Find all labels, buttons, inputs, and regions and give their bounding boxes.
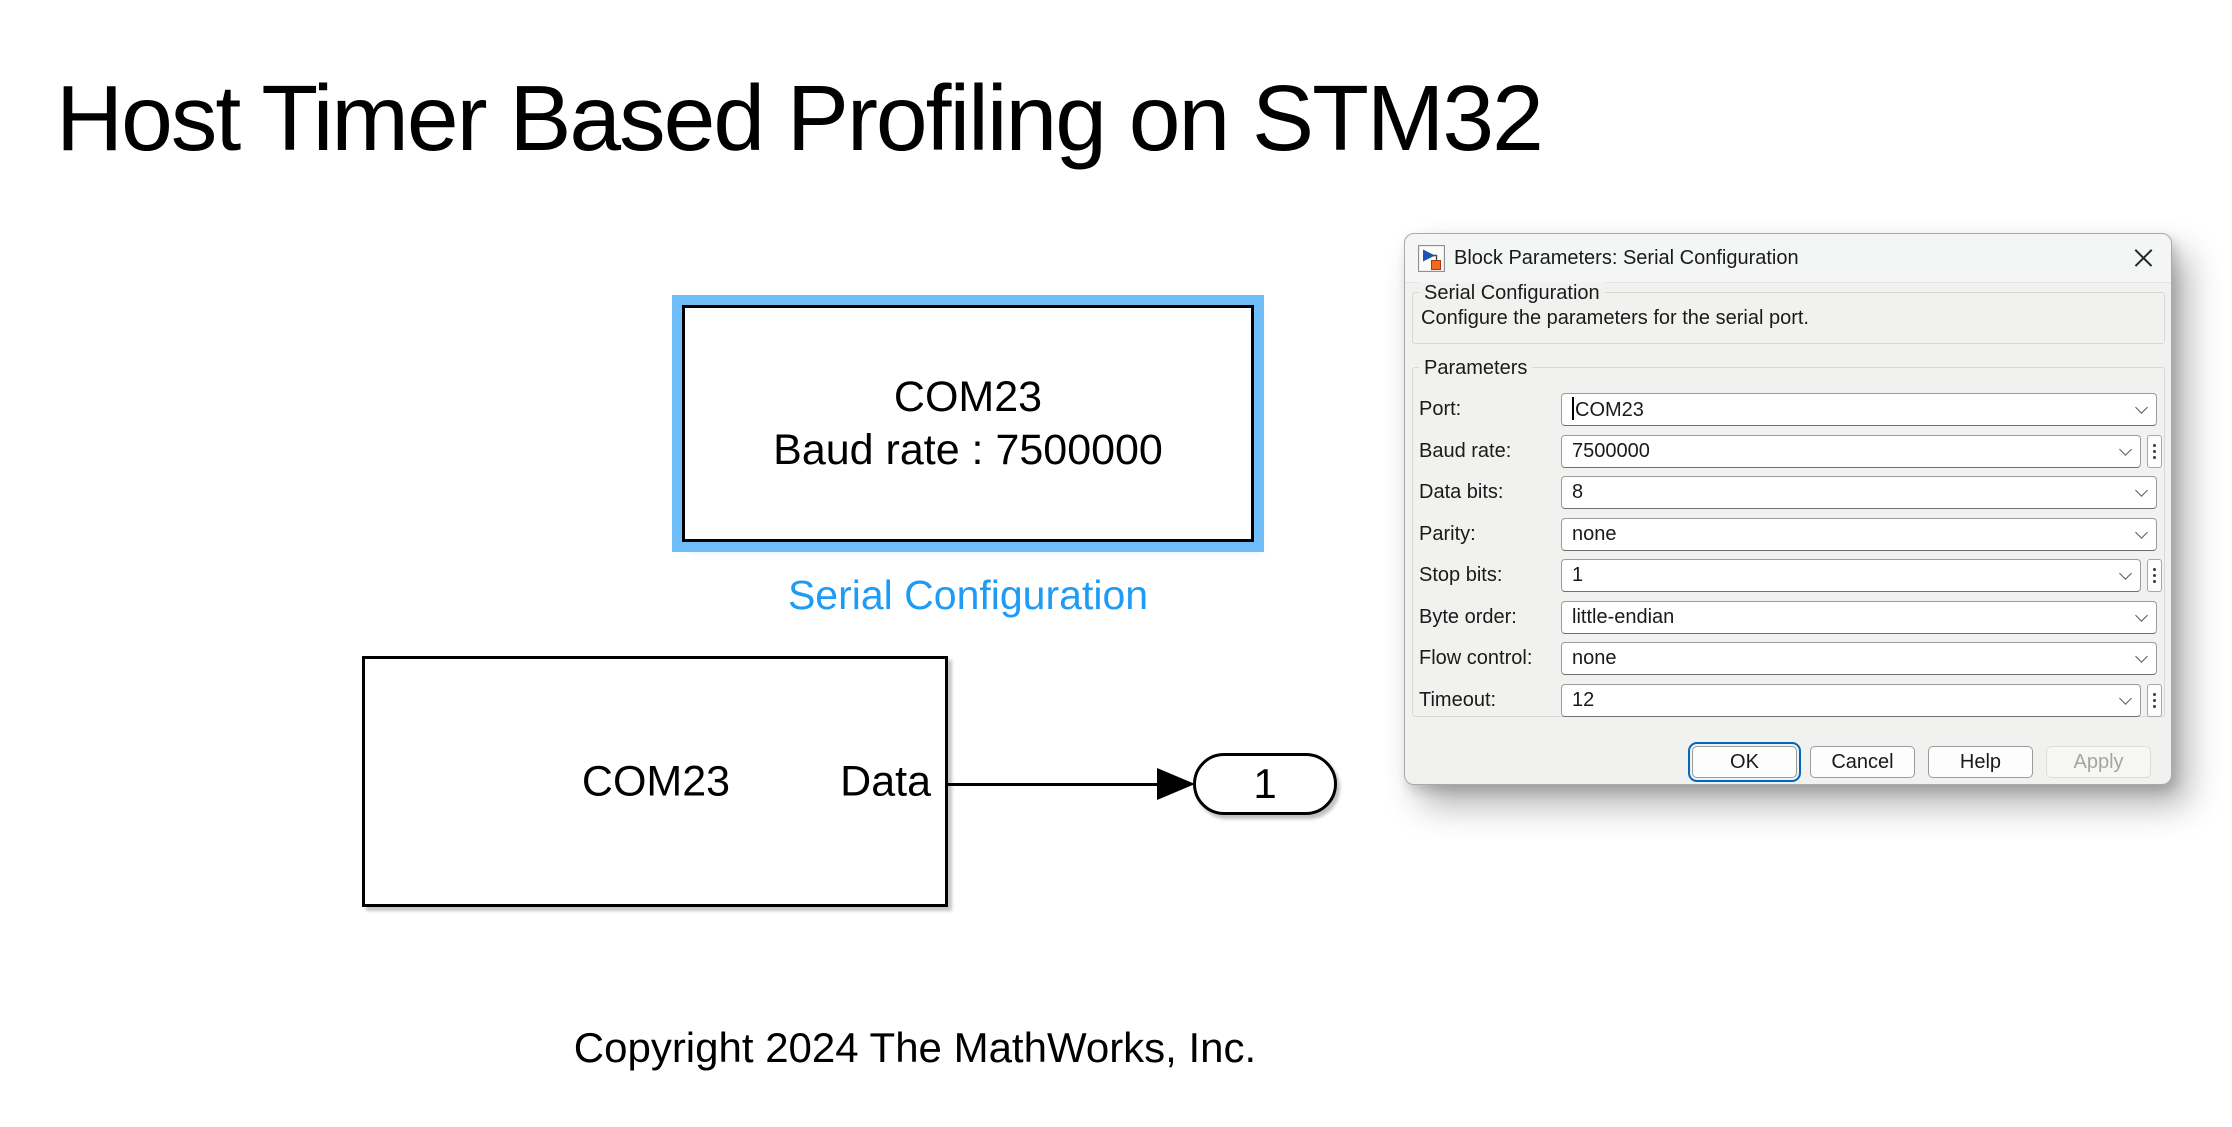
combobox-flow-control[interactable]: none: [1561, 642, 2157, 675]
simulink-block-icon: [1418, 244, 1445, 272]
parameter-label: Byte order:: [1419, 605, 1517, 628]
parameter-label: Port:: [1419, 398, 1462, 420]
chevron-down-icon: [2135, 525, 2148, 539]
parameter-label: Baud rate:: [1419, 439, 1512, 462]
chevron-down-icon: [2135, 608, 2148, 622]
parameter-value: 1: [1572, 564, 1584, 586]
serial-configuration-block-line2: Baud rate : 7500000: [773, 425, 1163, 474]
parameter-label: Timeout:: [1419, 688, 1497, 711]
field-row-stop-bits: Stop bits: 1: [1405, 559, 2173, 592]
stepper-button[interactable]: [2147, 434, 2162, 468]
chevron-down-icon: [2119, 567, 2132, 580]
parameter-value: 12: [1572, 688, 1595, 711]
serial-configuration-block-name: Serial Configuration: [787, 572, 1149, 618]
copyright-annotation: Copyright 2024 The MathWorks, Inc.: [573, 1024, 1257, 1071]
parameter-value: none: [1572, 522, 1617, 545]
button-label: Apply: [2073, 750, 2124, 773]
stepper-button[interactable]: [2147, 683, 2162, 717]
parameters-group-heading: Parameters: [1419, 357, 1533, 380]
arrowhead-icon: [1157, 768, 1195, 800]
serial-receive-output-port-label: Data: [840, 757, 931, 805]
field-row-baud-rate: Baud rate: 7500000: [1405, 434, 2173, 468]
parameter-label: Stop bits:: [1419, 564, 1503, 586]
input-stop-bits[interactable]: 1: [1561, 559, 2141, 592]
cancel-button[interactable]: Cancel: [1810, 746, 1915, 778]
combobox-port[interactable]: COM23: [1561, 393, 2157, 426]
input-baud-rate[interactable]: 7500000: [1561, 434, 2141, 468]
group-heading: Serial Configuration: [1419, 282, 1605, 305]
button-label: OK: [1730, 750, 1759, 773]
field-row-port: Port: COM23: [1405, 393, 2173, 426]
parameter-label: Data bits:: [1419, 481, 1504, 503]
outport-label: 1: [1253, 760, 1277, 807]
help-button[interactable]: Help: [1928, 746, 2033, 778]
chevron-down-icon: [2119, 691, 2132, 705]
parameters-group: Parameters: [1412, 357, 2165, 717]
serial-configuration-block-line1: COM23: [893, 372, 1043, 421]
dialog-title: Block Parameters: Serial Configuration: [1454, 246, 1799, 269]
combobox-byte-order[interactable]: little-endian: [1561, 600, 2157, 634]
model-title: Host Timer Based Profiling on STM32: [56, 66, 1544, 170]
chevron-down-icon: [2135, 401, 2148, 414]
chevron-down-icon: [2119, 442, 2132, 456]
parameter-value: none: [1572, 647, 1617, 669]
parameter-value: little-endian: [1572, 605, 1675, 628]
field-row-byte-order: Byte order: little-endian: [1405, 600, 2173, 634]
dialog-description: Configure the parameters for the serial …: [1421, 307, 1809, 329]
field-row-timeout: Timeout: 12: [1405, 683, 2173, 717]
combobox-data-bits[interactable]: 8: [1561, 476, 2157, 509]
dialog-button-row: OK Cancel Help Apply: [1688, 742, 2151, 782]
input-timeout[interactable]: 12: [1561, 683, 2141, 717]
field-row-data-bits: Data bits: 8: [1405, 476, 2173, 509]
button-label: Help: [1959, 750, 2002, 773]
button-label: Cancel: [1831, 750, 1894, 773]
parameter-value: 7500000: [1572, 439, 1650, 462]
combobox-parity[interactable]: none: [1561, 517, 2157, 551]
chevron-down-icon: [2135, 650, 2148, 663]
parameter-value: 8: [1572, 481, 1584, 503]
ok-button[interactable]: OK: [1688, 742, 1801, 782]
apply-button[interactable]: Apply: [2046, 746, 2151, 778]
close-button[interactable]: [2127, 242, 2159, 274]
signal-wire[interactable]: [948, 783, 1162, 786]
block-parameters-dialog: Block Parameters: Serial Configuration S…: [1404, 233, 2172, 785]
close-icon: [2133, 248, 2154, 269]
field-row-parity: Parity: none: [1405, 517, 2173, 551]
serial-receive-block[interactable]: COM23 Data: [362, 656, 948, 907]
serial-receive-block-text: COM23: [581, 757, 731, 805]
field-row-flow-control: Flow control: none: [1405, 642, 2173, 675]
serial-configuration-group: Serial Configuration Configure the param…: [1412, 282, 2165, 344]
stepper-button[interactable]: [2147, 559, 2162, 592]
dialog-titlebar[interactable]: Block Parameters: Serial Configuration: [1405, 234, 2171, 283]
parameter-label: Flow control:: [1419, 647, 1533, 669]
chevron-down-icon: [2135, 484, 2148, 497]
outport-block[interactable]: 1: [1193, 753, 1337, 815]
parameter-label: Parity:: [1419, 522, 1476, 545]
parameter-value: COM23: [1572, 397, 1644, 422]
serial-configuration-block[interactable]: COM23 Baud rate : 7500000: [682, 305, 1254, 542]
